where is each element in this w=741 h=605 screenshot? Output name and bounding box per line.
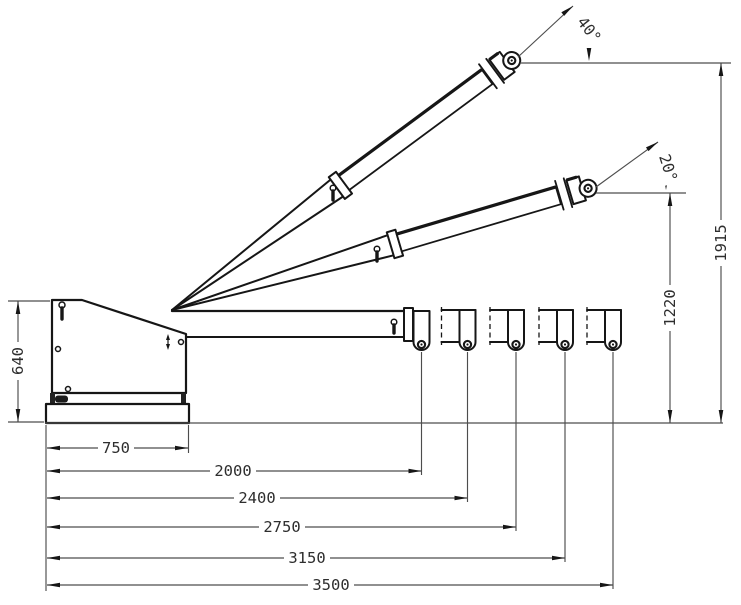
dim-1220: 1220: [596, 192, 686, 423]
hook-position-3500: [586, 307, 622, 351]
arrowhead: [408, 468, 422, 474]
dim-label-750: 750: [102, 439, 130, 457]
dim-640: 640: [8, 300, 50, 423]
arrowhead: [15, 409, 21, 422]
boom40-locking-pin: [329, 184, 337, 202]
arrowhead: [667, 410, 673, 423]
arrowhead: [600, 582, 613, 588]
boom20-inner-tube: [395, 186, 562, 253]
dim-1915: 1915: [520, 62, 731, 423]
dim-angle-20: 20°: [595, 140, 682, 190]
body-hole: [64, 385, 72, 393]
pivot-arrow-marker: [166, 334, 170, 350]
boom-horizontal: [170, 309, 406, 338]
dim-angle-40: 40°: [517, 4, 606, 61]
body-hole: [177, 338, 185, 346]
crane-body: [50, 298, 188, 404]
body-foot: [50, 393, 55, 404]
arrowhead: [47, 445, 60, 451]
dim-3150: 3150: [47, 549, 565, 567]
boom-20deg: [171, 175, 598, 311]
boom-40deg: [171, 50, 522, 311]
dim-2000: 2000: [47, 462, 422, 480]
dim-label-3150: 3150: [288, 549, 325, 567]
arrowhead: [47, 468, 60, 474]
break-mark: [478, 63, 498, 90]
body-foot: [181, 393, 186, 404]
body-top-pin: [58, 301, 66, 321]
arrowhead: [47, 524, 60, 530]
foot-pad: [55, 395, 68, 403]
hook-position-2750: [489, 307, 525, 351]
arrowhead: [175, 445, 188, 451]
hook-position-2400: [440, 307, 477, 351]
boom40-inner-tube: [337, 68, 494, 191]
arrowhead: [454, 495, 468, 501]
break-mark: [554, 179, 565, 211]
boom20-locking-pin: [373, 245, 381, 263]
boom-horizontal-locking-pin: [390, 318, 398, 335]
dim-label-1915: 1915: [712, 224, 730, 261]
hook-position-2000: [403, 307, 431, 351]
arrowhead: [718, 63, 724, 76]
arrowhead: [503, 524, 516, 530]
arrowhead: [47, 582, 60, 588]
dim-750: 750: [47, 439, 188, 457]
arrowhead: [15, 301, 21, 314]
arrowhead: [667, 193, 673, 206]
dim-label-2000: 2000: [214, 462, 251, 480]
arrowhead: [47, 555, 60, 561]
arrowhead: [47, 495, 60, 501]
dim-3500: 3500: [47, 576, 613, 594]
body-hole: [54, 345, 62, 353]
dim-2400: 2400: [47, 489, 468, 507]
hook-position-3150: [538, 307, 574, 351]
break-mark: [485, 57, 505, 84]
dim-label-1220: 1220: [661, 289, 679, 326]
dim-label-2400: 2400: [238, 489, 275, 507]
base-plate: [44, 402, 191, 425]
dim-label-2750: 2750: [263, 518, 300, 536]
dim-label-640: 640: [9, 347, 27, 375]
dim-label-3500: 3500: [312, 576, 349, 594]
arrowhead: [718, 410, 724, 423]
dim-2750: 2750: [47, 518, 516, 536]
arrowhead: [552, 555, 565, 561]
dim-label-20deg: 20°: [655, 152, 681, 184]
arrowhead: [645, 140, 660, 152]
arrowhead: [586, 48, 592, 61]
break-mark: [562, 177, 574, 208]
